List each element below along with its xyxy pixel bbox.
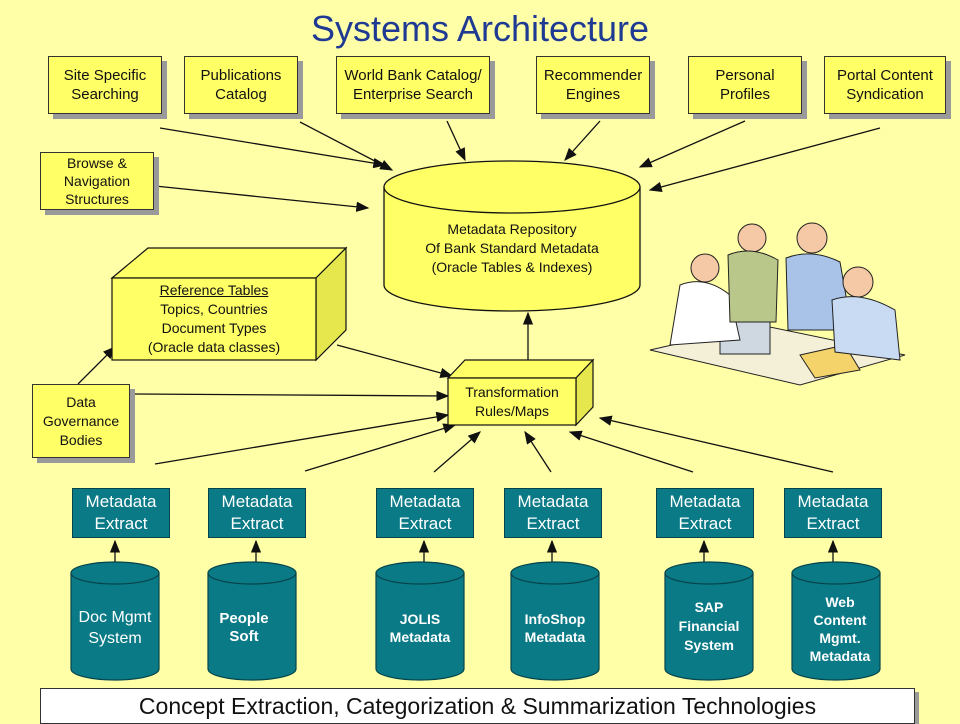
metadata-extract-box: Metadata Extract bbox=[784, 488, 882, 538]
reference-tables-heading: Reference Tables bbox=[159, 282, 269, 298]
source-cylinder bbox=[70, 561, 160, 681]
transformation-box bbox=[446, 358, 595, 427]
source-web-content-label: Web Content Mgmt. Metadata bbox=[809, 594, 871, 664]
source-cylinder bbox=[664, 561, 754, 681]
source-cylinder bbox=[510, 561, 600, 681]
reference-tables-label: Reference Tables Topics, Countries Docum… bbox=[112, 281, 316, 357]
page-title: Systems Architecture bbox=[310, 8, 650, 49]
transformation-label: Transformation Rules/Maps bbox=[465, 384, 559, 419]
metadata-extract-box: Metadata Extract bbox=[72, 488, 170, 538]
source-cylinder bbox=[791, 561, 881, 681]
metadata-extract-box: Metadata Extract bbox=[208, 488, 306, 538]
source-sap-label: SAP Financial System bbox=[678, 598, 740, 653]
reference-box bbox=[110, 246, 348, 362]
arrow bbox=[159, 127, 387, 169]
source-peoplesoft-label: People Soft bbox=[219, 610, 269, 645]
source-jolis-label: JOLIS Metadata bbox=[389, 611, 451, 645]
browse-navigation-box: Browse & Navigation Structures bbox=[40, 152, 154, 210]
personal-profiles-box: Personal Profiles bbox=[688, 56, 802, 114]
world-bank-catalog-box: World Bank Catalog/ Enterprise Search bbox=[336, 56, 490, 114]
metadata-extract-box: Metadata Extract bbox=[376, 488, 474, 538]
source-doc-mgmt-label: Doc Mgmt System bbox=[78, 609, 152, 647]
site-specific-searching-box: Site Specific Searching bbox=[48, 56, 162, 114]
meeting-clipart bbox=[649, 222, 906, 386]
repository-label: Metadata Repository Of Bank Standard Met… bbox=[425, 220, 599, 275]
metadata-extract-box: Metadata Extract bbox=[656, 488, 754, 538]
repository-cylinder bbox=[383, 160, 641, 312]
source-infoshop-label: InfoShop Metadata bbox=[524, 611, 586, 645]
data-governance-box: Data Governance Bodies bbox=[32, 384, 130, 458]
publications-catalog-box: Publications Catalog bbox=[184, 56, 298, 114]
portal-content-syndication-box: Portal Content Syndication bbox=[824, 56, 946, 114]
recommender-engines-box: Recommender Engines bbox=[536, 56, 650, 114]
reference-tables-body: Topics, Countries Document Types (Oracle… bbox=[147, 301, 281, 355]
source-cylinder bbox=[375, 561, 465, 681]
metadata-extract-box: Metadata Extract bbox=[504, 488, 602, 538]
concept-extraction-bar: Concept Extraction, Categorization & Sum… bbox=[40, 688, 915, 724]
source-cylinder bbox=[207, 561, 297, 681]
